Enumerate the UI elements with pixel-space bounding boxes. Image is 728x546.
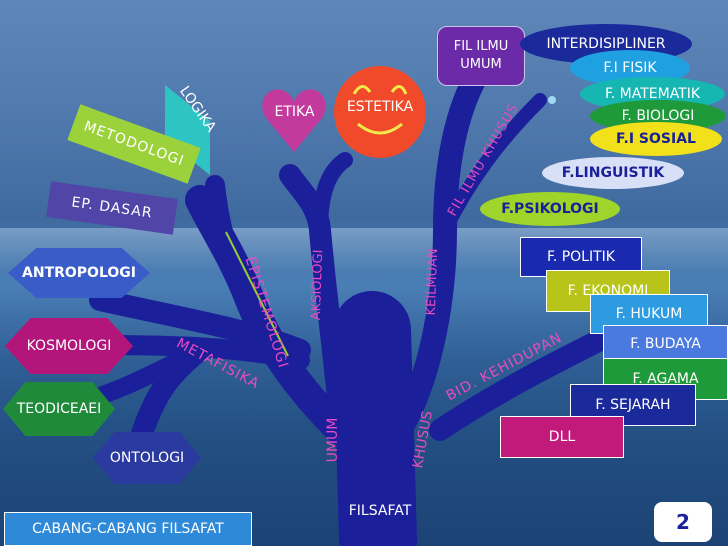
science-linguistik: F.LINGUISTIK (542, 157, 684, 189)
bullet-dot (548, 96, 556, 104)
box-antropologi: ANTROPOLOGI (8, 248, 150, 298)
label-umum: UMUM (325, 417, 341, 463)
life-dll: DLL (500, 416, 624, 458)
root-filsafat: FILSAFAT (348, 503, 412, 519)
label-keilmuan: KEILMUAN (423, 248, 442, 316)
label-estetika: ESTETIKA (346, 99, 414, 115)
caption-text: CABANG-CABANG FILSAFAT (32, 521, 224, 537)
caption-box: CABANG-CABANG FILSAFAT (4, 512, 252, 546)
smiley-icon (352, 85, 408, 135)
science-psikologi: F.PSIKOLOGI (480, 192, 620, 226)
box-kosmologi: KOSMOLOGI (5, 318, 133, 374)
label-teodiceaei: TEODICEAEI (16, 401, 102, 417)
label-fil-ilmu-umum: FIL ILMU UMUM (453, 39, 509, 72)
box-teodiceaei: TEODICEAEI (3, 382, 115, 436)
box-ontologi: ONTOLOGI (93, 432, 201, 484)
science-sosial: F.I SOSIAL (590, 122, 722, 156)
label-aksiologi: AKSIOLOGI (308, 249, 327, 321)
estetika-smiley: ESTETIKA (334, 66, 426, 158)
etika-heart: ETIKA (262, 80, 327, 155)
label-etika: ETIKA (274, 104, 315, 120)
box-fil-ilmu-umum: FIL ILMU UMUM (437, 26, 525, 86)
label-kosmologi: KOSMOLOGI (26, 338, 112, 354)
label-antropologi: ANTROPOLOGI (22, 265, 136, 281)
page-number-badge: 2 (654, 502, 712, 542)
label-ep-dasar: EP. DASAR (70, 194, 154, 222)
label-ontologi: ONTOLOGI (109, 450, 185, 466)
page-number: 2 (676, 510, 690, 534)
life-budaya: F. BUDAYA (603, 325, 728, 363)
heart-icon (262, 89, 326, 152)
